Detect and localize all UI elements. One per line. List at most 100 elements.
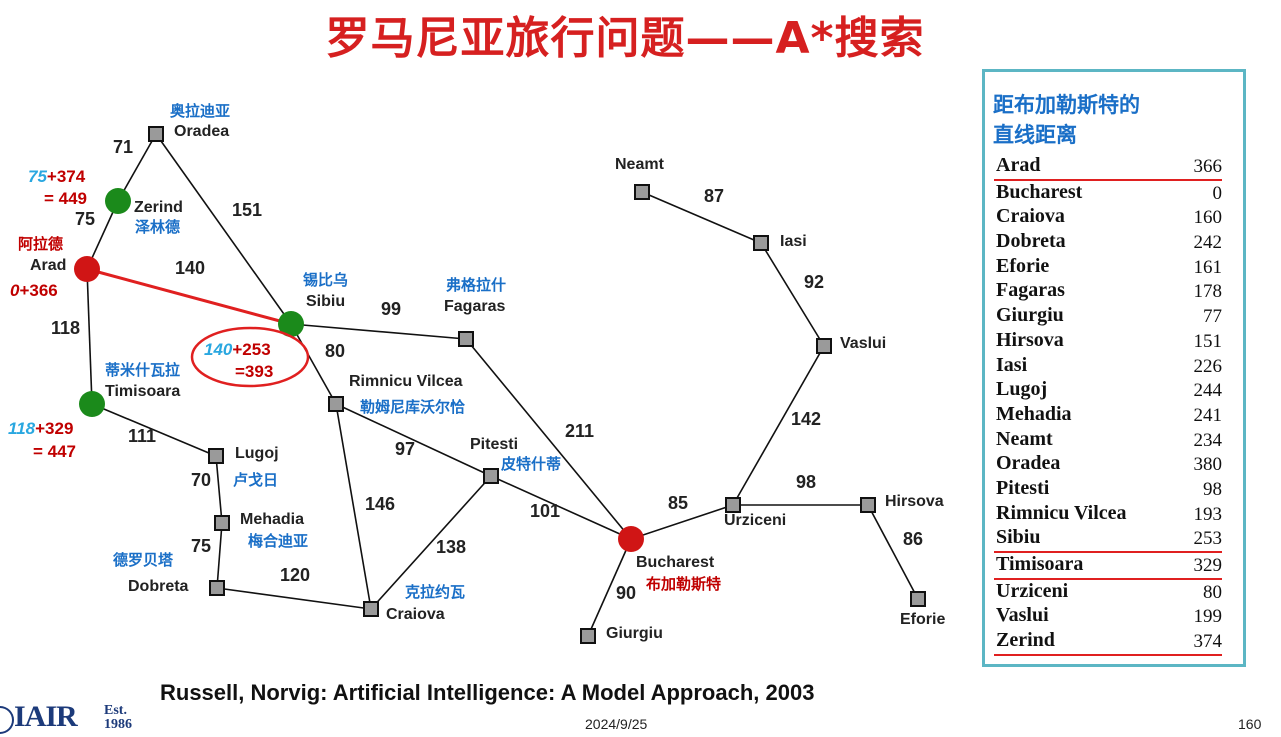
heuristic-value: 0 — [1212, 182, 1223, 204]
road-sibiu-rimnicu — [290, 323, 337, 405]
heuristic-city: Lugoj — [996, 378, 1048, 401]
label-urziceni: Urziceni — [724, 512, 786, 529]
node-urziceni — [725, 497, 741, 513]
dist-zerind-arad: 75 — [75, 209, 95, 229]
road-hirsova-eforie — [867, 504, 919, 600]
annotation-timisoara-g: 118 — [8, 419, 36, 438]
label-arad: Arad — [30, 257, 66, 274]
dist-iasi-neamt: 87 — [704, 186, 724, 206]
road-urziceni-vaslui — [732, 345, 825, 506]
annotation-timisoara-h: +329 — [35, 419, 73, 438]
label-zerind: Zerind — [134, 199, 183, 216]
label-iasi: Iasi — [780, 233, 807, 250]
dist-timisoara-lugoj: 111 — [128, 426, 156, 446]
label-mehadia: Mehadia — [240, 511, 304, 528]
label-giurgiu: Giurgiu — [606, 625, 663, 642]
heuristic-value: 380 — [1193, 454, 1223, 476]
heuristic-value: 329 — [1193, 555, 1223, 576]
node-pitesti — [483, 468, 499, 484]
slide-title: 罗马尼亚旅行问题——A*搜索 — [325, 13, 925, 64]
label-timisoara: Timisoara — [105, 383, 180, 400]
road-fagaras-bucharest — [465, 338, 632, 540]
heuristic-city: Eforie — [996, 254, 1050, 277]
annotation-sibiu-f: =393 — [235, 362, 273, 381]
label-neamt: Neamt — [615, 156, 665, 173]
road-bucharest-urziceni — [630, 504, 734, 540]
node-bucharest — [618, 526, 644, 552]
heuristic-value: 161 — [1193, 256, 1223, 278]
road-dobreta-craiova — [216, 587, 372, 610]
heuristic-value: 98 — [1203, 478, 1222, 500]
highlight-ellipse-sibiu — [190, 326, 310, 388]
heuristic-city: Arad — [996, 154, 1041, 176]
dist-oradea-zerind: 71 — [113, 137, 133, 157]
road-rimnicu-craiova — [335, 403, 372, 610]
node-dobreta — [209, 580, 225, 596]
label-dobreta: Dobreta — [128, 578, 189, 595]
heuristic-city: Iasi — [996, 353, 1028, 376]
heuristic-title-line1: 距布加勒斯特的 — [993, 93, 1140, 117]
label-zh-lugoj: 卢戈日 — [233, 471, 278, 489]
label-pitesti: Pitesti — [470, 436, 518, 453]
label-zh-arad: 阿拉德 — [18, 235, 63, 253]
road-bucharest-giurgiu — [587, 538, 632, 637]
heuristic-row: Eforie 161 — [994, 255, 1222, 280]
annotation-arad-g: 0 — [10, 281, 20, 300]
page-number: 160 — [1238, 716, 1262, 732]
dist-pitesti-bucharest: 101 — [530, 501, 560, 521]
label-sibiu: Sibiu — [306, 293, 345, 310]
road-oradea-sibiu — [155, 133, 292, 325]
heuristic-city: Timisoara — [996, 553, 1084, 575]
dist-sibiu-rimnicu: 80 — [325, 341, 345, 361]
label-zh-zerind: 泽林德 — [135, 218, 180, 236]
road-rimnicu-pitesti — [335, 403, 492, 477]
heuristic-value: 253 — [1193, 528, 1223, 550]
dist-arad-sibiu: 140 — [175, 258, 205, 278]
logo-text: IAIR — [14, 700, 78, 733]
dist-bucharest-urziceni: 85 — [668, 493, 688, 513]
road-craiova-pitesti — [370, 475, 492, 610]
label-zh-bucharest: 布加勒斯特 — [646, 575, 721, 593]
heuristic-city: Sibiu — [996, 526, 1041, 549]
node-giurgiu — [580, 628, 596, 644]
node-craiova — [363, 601, 379, 617]
label-fagaras: Fagaras — [444, 298, 505, 315]
heuristic-value: 160 — [1193, 207, 1223, 229]
road-mehadia-dobreta — [216, 522, 223, 589]
romania-map: Oradea Zerind Arad Timisoara Lugoj Mehad… — [8, 102, 945, 644]
annotation-sibiu: 140+253 — [204, 340, 271, 359]
dist-dobreta-craiova: 120 — [280, 565, 310, 585]
road-arad-timisoara — [86, 268, 93, 405]
heuristic-city: Giurgiu — [996, 304, 1064, 327]
heuristic-value: 151 — [1193, 330, 1223, 352]
dist-vaslui-iasi: 92 — [804, 272, 824, 292]
annotation-timisoara: 118+329 — [8, 419, 73, 438]
label-hirsova: Hirsova — [885, 493, 944, 510]
node-hirsova — [860, 497, 876, 513]
node-arad — [74, 256, 100, 282]
road-arad-sibiu — [86, 267, 292, 326]
heuristic-city: Urziceni — [996, 579, 1069, 602]
label-zh-oradea: 奥拉迪亚 — [170, 102, 230, 120]
logo-est-label: Est. — [104, 703, 127, 718]
slide-date: 2024/9/25 — [585, 716, 648, 732]
heuristic-city: Rimnicu Vilcea — [996, 501, 1127, 524]
heuristic-table-title: 距布加勒斯特的 直线距离 — [993, 90, 1233, 150]
heuristic-value: 77 — [1203, 306, 1222, 328]
logo-est: Est. 1986 — [104, 704, 132, 732]
annotation-sibiu-h: +253 — [232, 340, 270, 359]
dist-craiova-pitesti: 138 — [436, 537, 466, 557]
heuristic-row: Sibiu 253 — [994, 526, 1222, 553]
road-vaslui-iasi — [760, 242, 825, 347]
heuristic-city: Mehadia — [996, 402, 1072, 425]
node-iasi — [753, 235, 769, 251]
label-zh-dobreta: 德罗贝塔 — [113, 551, 174, 569]
